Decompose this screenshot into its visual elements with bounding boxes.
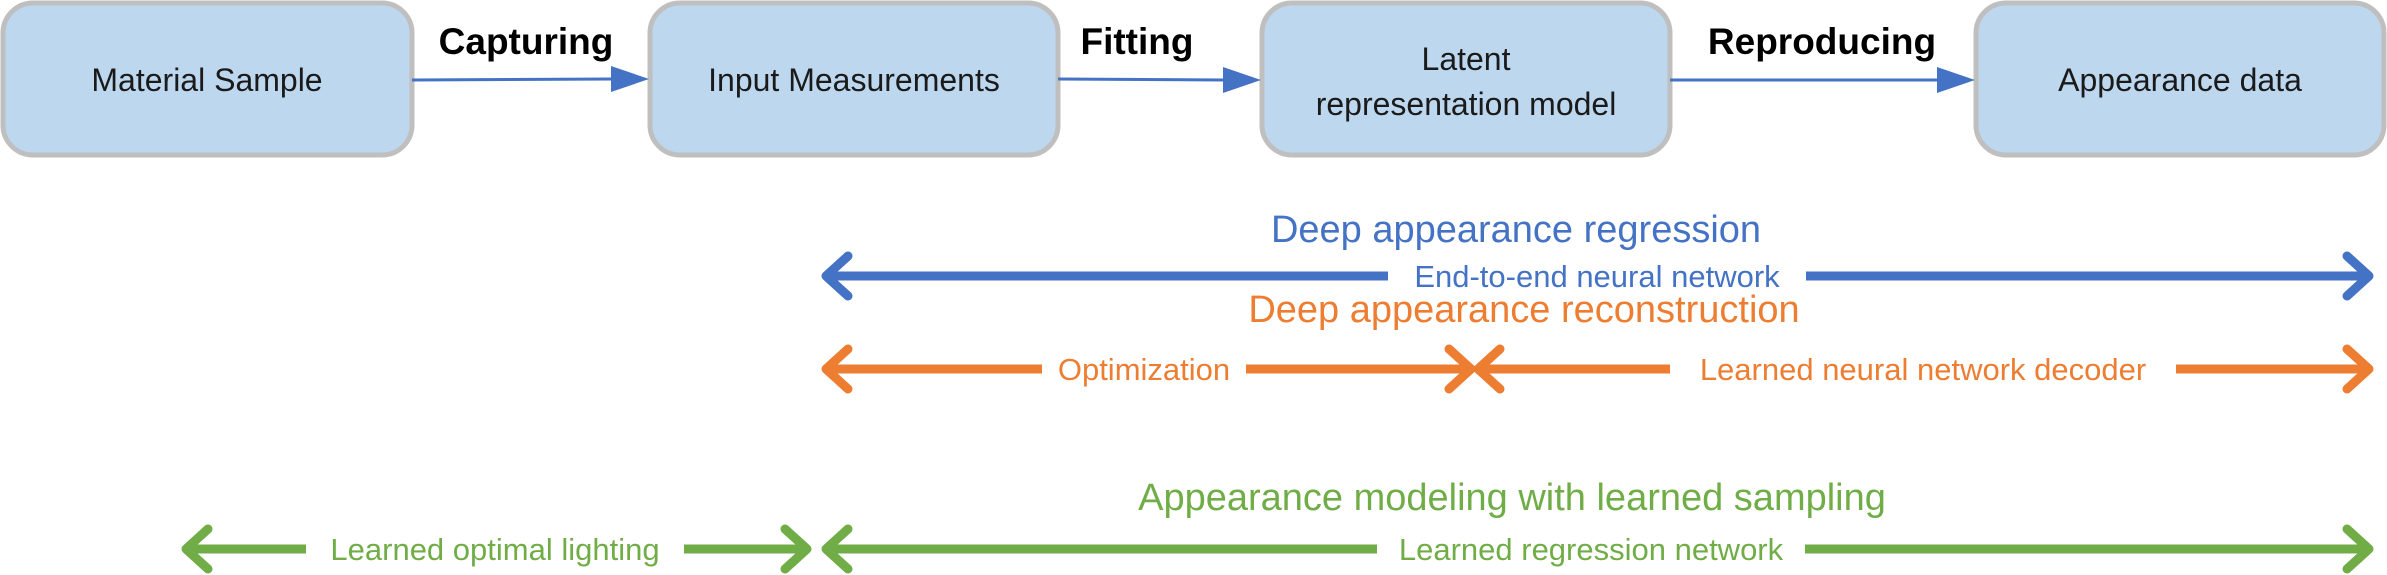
box-appearance-data-shape — [1973, 0, 2387, 158]
flow-arrow-capturing — [411, 66, 649, 92]
flow-arrow-capturing-line — [411, 77, 613, 82]
box-appearance-data: Appearance data — [1973, 0, 2387, 158]
span-label-bg-optimization — [1042, 349, 1246, 389]
step-label-reproducing: Reproducing — [1708, 21, 1936, 62]
box-latent-model-label-line1: Latent — [1422, 41, 1511, 77]
box-latent-model-label-line2: representation model — [1316, 86, 1617, 122]
flow-arrow-reproducing — [1670, 67, 1975, 93]
flow-arrow-fitting — [1057, 67, 1261, 93]
step-label-capturing: Capturing — [439, 21, 614, 62]
method-learned-sampling: Appearance modeling with learned samplin… — [181, 477, 2374, 574]
span-label-bg-learned-lighting — [306, 529, 684, 569]
box-material-sample: Material Sample — [0, 0, 415, 158]
span-label-bg-learned-regression — [1377, 529, 1805, 569]
method-title-learned-sampling: Appearance modeling with learned samplin… — [1138, 477, 1886, 519]
box-latent-model: Latent representation model — [1259, 0, 1673, 158]
box-appearance-data-label: Appearance data — [2058, 62, 2302, 98]
span-label-learned-decoder: Learned neural network decoder — [1700, 352, 2146, 387]
flow-arrow-fitting-head — [1223, 67, 1261, 93]
flow-arrow-fitting-line — [1057, 77, 1225, 82]
flow-arrow-reproducing-head — [1937, 67, 1975, 93]
box-latent-model-shape — [1259, 0, 1673, 158]
step-label-fitting: Fitting — [1080, 21, 1193, 62]
span-label-learned-regression: Learned regression network — [1399, 532, 1784, 567]
span-label-bg-end-to-end — [1388, 256, 1806, 296]
method-title-regression: Deep appearance regression — [1271, 209, 1761, 251]
box-input-measurements-label: Input Measurements — [708, 62, 1000, 98]
method-title-reconstruction: Deep appearance reconstruction — [1248, 289, 1799, 331]
flow-arrow-capturing-head — [611, 66, 649, 92]
span-label-learned-lighting: Learned optimal lighting — [330, 532, 659, 567]
method-deep-appearance-reconstruction: Deep appearance reconstruction Optimizat… — [821, 289, 2374, 394]
span-label-bg-learned-decoder — [1670, 349, 2176, 389]
span-label-end-to-end: End-to-end neural network — [1414, 259, 1780, 294]
method-deep-appearance-regression: Deep appearance regression End-to-end ne… — [821, 209, 2374, 301]
span-label-optimization: Optimization — [1058, 352, 1230, 387]
box-material-sample-label: Material Sample — [91, 62, 322, 98]
box-input-measurements: Input Measurements — [647, 0, 1061, 158]
